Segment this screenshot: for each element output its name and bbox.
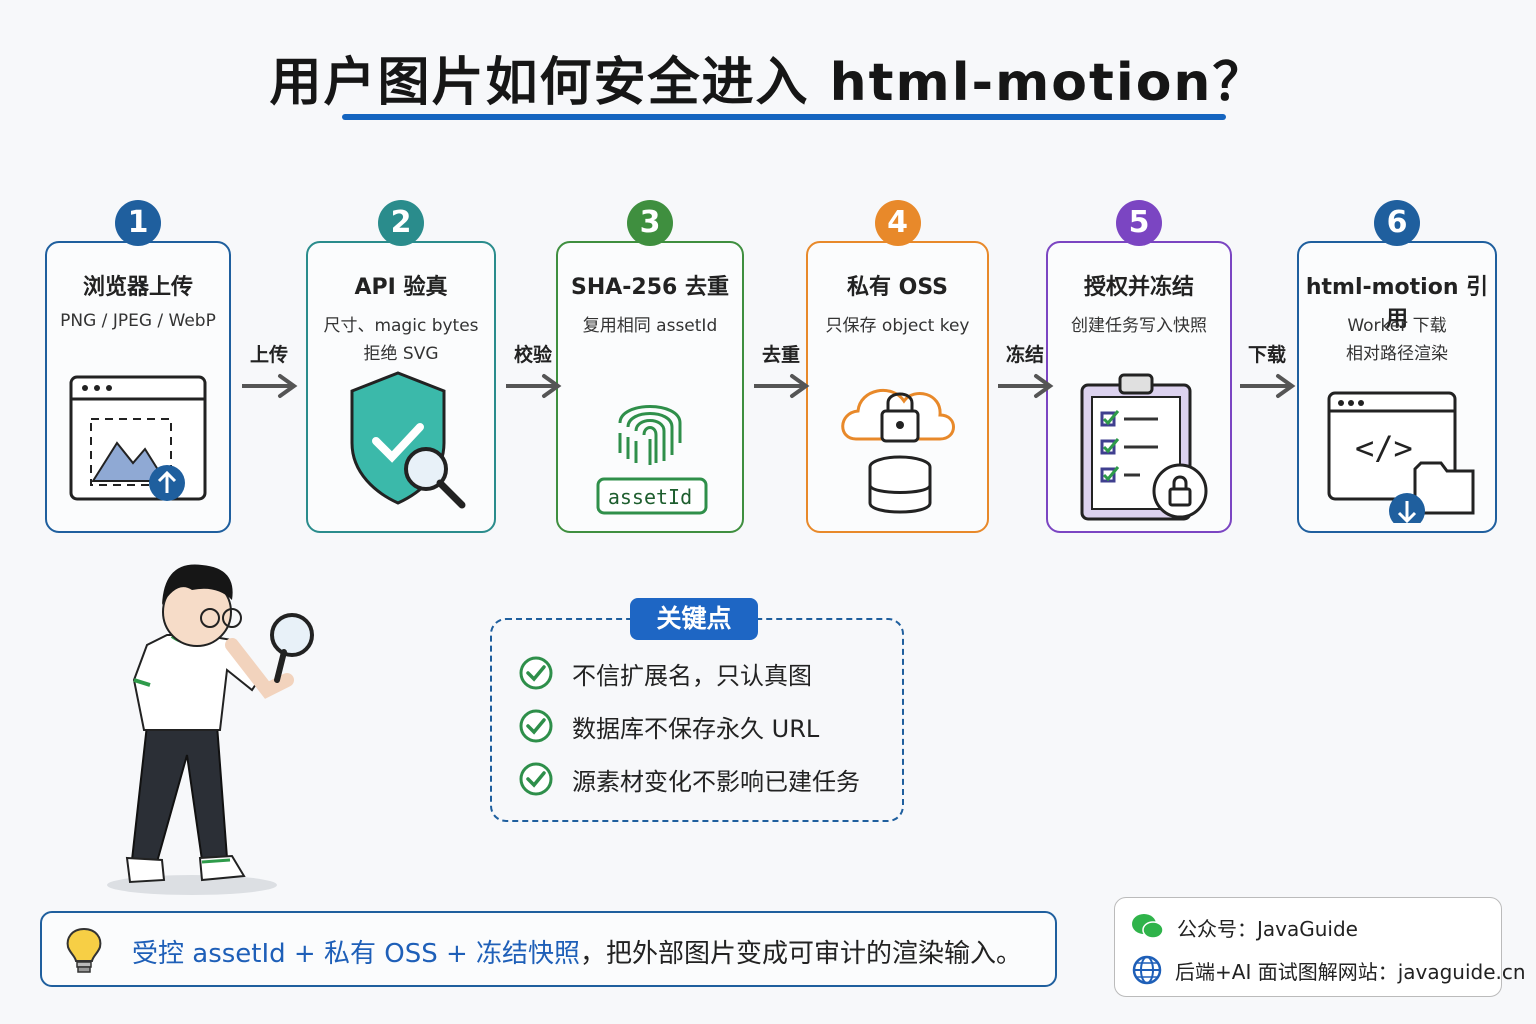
step-subtitle: 只保存 object key <box>825 316 970 336</box>
asset-id-tag: assetId <box>607 485 693 509</box>
key-point-item: 数据库不保存永久 URL <box>518 708 819 744</box>
arrow-right-icon <box>998 374 1054 398</box>
shield-check-icon <box>308 363 494 523</box>
step-number-badge: 1 <box>115 200 161 246</box>
flow-arrow: 去重 <box>748 340 814 405</box>
step-subtitle: Worker 下载 <box>1347 316 1447 336</box>
step-title: API 验真 <box>354 275 448 300</box>
summary-rest: ，把外部图片变成可审计的渲染输入。 <box>580 939 1023 969</box>
step-card-2: API 验真尺寸、magic bytes 拒绝 SVG <box>306 241 496 533</box>
step-number-badge: 3 <box>627 200 673 246</box>
step-number-badge: 2 <box>378 200 424 246</box>
page-title: 用户图片如何安全进入 html-motion？ <box>269 53 1267 113</box>
step-subtitle: 尺寸、magic bytes <box>323 316 479 336</box>
globe-icon <box>1132 955 1162 985</box>
key-point-item: 不信扩展名，只认真图 <box>518 655 812 691</box>
step-subtitle-2: 拒绝 SVG <box>363 344 439 364</box>
summary-bar: 受控 assetId + 私有 OSS + 冻结快照，把外部图片变成可审计的渲染… <box>40 911 1057 987</box>
cloud-lock-icon <box>808 363 987 523</box>
step-card-5: 授权并冻结创建任务写入快照 <box>1046 241 1232 533</box>
fingerprint-icon <box>558 363 742 523</box>
browser-upload-icon <box>47 363 229 523</box>
key-point-item: 源素材变化不影响已建任务 <box>518 761 860 797</box>
person-with-magnifier-illustration <box>107 564 314 895</box>
key-point-text: 不信扩展名，只认真图 <box>572 661 812 690</box>
step-title: 私有 OSS <box>846 275 949 300</box>
info-box: 公众号：JavaGuide 后端+AI 面试图解网站：javaguide.cn <box>1114 897 1526 997</box>
arrow-label: 冻结 <box>1005 344 1044 366</box>
check-circle-icon <box>519 656 553 690</box>
step-title: SHA-256 去重 <box>571 275 729 300</box>
key-point-text: 数据库不保存永久 URL <box>572 714 820 743</box>
lightbulb-icon <box>66 927 102 973</box>
website-text: 后端+AI 面试图解网站：javaguide.cn <box>1175 959 1526 984</box>
arrow-right-icon <box>754 374 810 398</box>
wechat-icon <box>1132 914 1164 939</box>
step-card-4: 私有 OSS 只保存 object key <box>806 241 989 533</box>
step-number-badge: 6 <box>1374 200 1420 246</box>
step-subtitle: PNG / JPEG / WebP <box>60 311 216 331</box>
step-title: 授权并冻结 <box>1083 275 1194 300</box>
step-number-badge: 5 <box>1116 200 1162 246</box>
step-subtitle: 复用相同 assetId <box>582 316 718 336</box>
step-card-3: SHA-256 去重复用相同 assetId assetId <box>556 241 744 533</box>
flow-arrow: 冻结 <box>992 340 1058 405</box>
summary-highlight: 受控 assetId + 私有 OSS + 冻结快照 <box>132 939 581 969</box>
svg-text:</>: </> <box>1355 429 1413 467</box>
flow-arrow: 上传 <box>236 340 302 405</box>
wechat-text: 公众号：JavaGuide <box>1177 916 1358 941</box>
arrow-label: 去重 <box>761 344 800 366</box>
step-subtitle: 创建任务写入快照 <box>1071 316 1207 336</box>
check-circle-icon <box>519 762 553 796</box>
clipboard-lock-icon <box>1048 363 1230 523</box>
key-points-label: 关键点 <box>630 598 758 640</box>
step-title: html-motion 引用 <box>1305 275 1489 332</box>
arrow-right-icon <box>242 374 298 398</box>
flow-arrow: 下载 <box>1234 340 1300 405</box>
step-number-badge: 4 <box>874 200 921 246</box>
arrow-label: 校验 <box>513 344 552 366</box>
arrow-label: 上传 <box>249 344 288 366</box>
step-card-1: 浏览器上传 PNG / JPEG / WebP <box>45 241 231 533</box>
arrow-right-icon <box>506 374 562 398</box>
step-subtitle-2: 相对路径渲染 <box>1346 344 1448 364</box>
code-folder-download-icon: </> <box>1299 363 1495 529</box>
check-circle-icon <box>519 709 553 743</box>
flow-arrow: 校验 <box>500 340 566 405</box>
title-underline <box>342 114 1226 120</box>
arrow-right-icon <box>1240 374 1296 398</box>
arrow-label: 下载 <box>1247 344 1286 366</box>
key-point-text: 源素材变化不影响已建任务 <box>572 767 860 796</box>
step-title: 浏览器上传 <box>82 275 193 300</box>
